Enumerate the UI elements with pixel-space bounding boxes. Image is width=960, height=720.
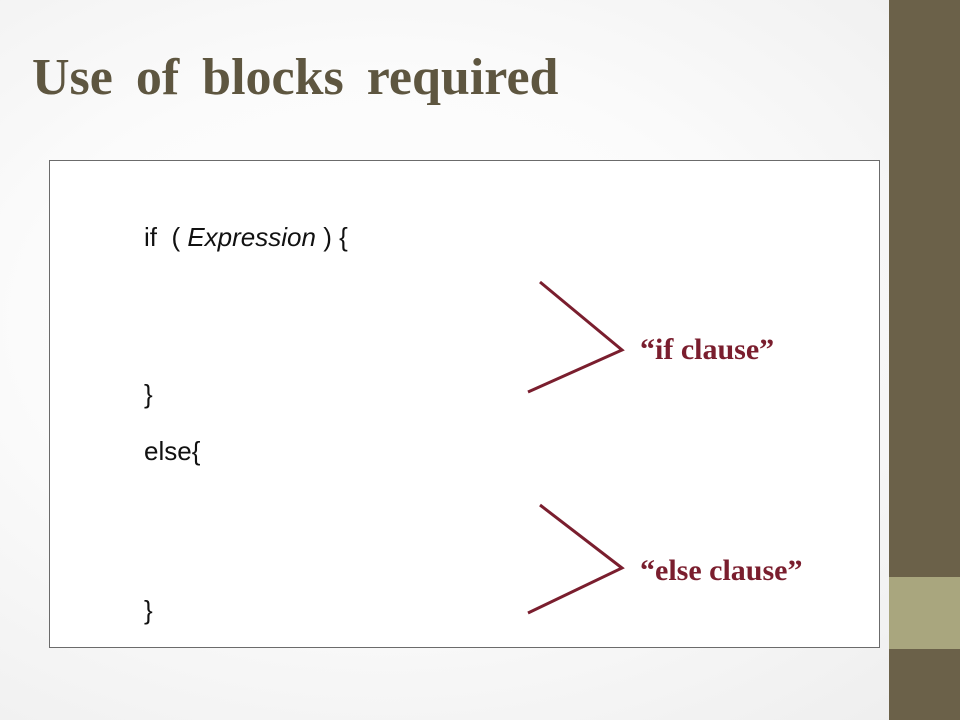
sidebar-top-segment bbox=[889, 0, 960, 577]
else-line: else{ bbox=[144, 436, 201, 466]
else-close-brace: } bbox=[144, 595, 153, 625]
code-box: if ( Expression ) { } else{ } bbox=[49, 160, 880, 648]
if-line: if ( Expression ) { bbox=[144, 224, 348, 250]
sidebar-bottom-segment bbox=[889, 649, 960, 720]
if-line-tail: ) { bbox=[315, 222, 348, 252]
sidebar-middle-segment bbox=[889, 577, 960, 649]
if-keyword: if ( bbox=[144, 222, 188, 252]
decorative-sidebar bbox=[889, 0, 960, 720]
slide-title: Use of blocks required bbox=[32, 49, 559, 106]
else-clause-label: “else clause” bbox=[640, 554, 803, 587]
if-clause-label: “if clause” bbox=[640, 333, 775, 366]
if-clause-bracket bbox=[527, 280, 625, 394]
if-expression: Expression bbox=[187, 222, 316, 252]
else-clause-bracket bbox=[527, 503, 625, 615]
if-close-brace: } bbox=[144, 379, 153, 409]
